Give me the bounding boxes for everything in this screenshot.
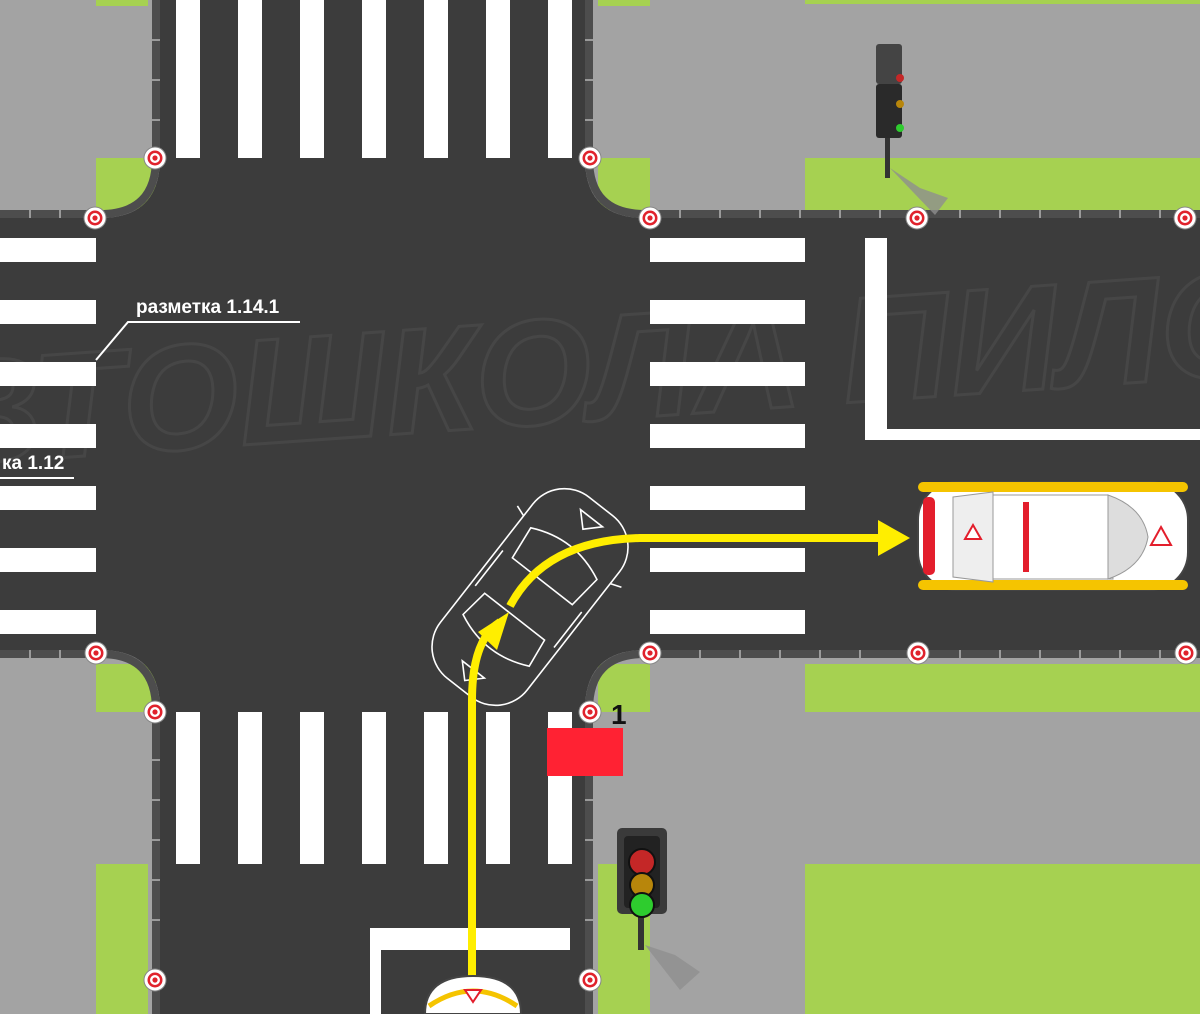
traffic-light-icon <box>617 828 700 990</box>
target-marker-icon <box>638 206 662 230</box>
target-marker-icon <box>83 206 107 230</box>
target-marker-icon <box>143 700 167 724</box>
stop-line-right <box>865 238 1200 440</box>
target-marker-icon <box>143 968 167 992</box>
curb-joints <box>29 39 1161 921</box>
target-marker-icon <box>905 206 929 230</box>
target-marker-icon <box>578 146 602 170</box>
stop-point-plate <box>547 728 623 776</box>
target-marker-icon <box>578 968 602 992</box>
label-marking-1-14-1: разметка 1.14.1 <box>136 297 280 318</box>
zebra-crossing-left <box>0 238 96 634</box>
car-icon <box>423 974 523 1014</box>
car-icon <box>917 481 1189 591</box>
traffic-light-icon <box>876 44 948 215</box>
target-marker-icon <box>143 146 167 170</box>
zebra-crossing-bottom <box>176 712 572 864</box>
label-leaders <box>0 321 300 479</box>
target-marker-icon <box>906 641 930 665</box>
grass-areas <box>96 0 1200 1014</box>
target-marker-icon <box>578 700 602 724</box>
target-marker-icon <box>1174 641 1198 665</box>
zebra-crossing-top <box>176 0 572 158</box>
target-marker-icon <box>1173 206 1197 230</box>
route-arrow-icon <box>468 520 910 985</box>
label-marking-1-12: ка 1.12 <box>2 453 64 474</box>
car-icon <box>431 487 629 707</box>
target-marker-icon <box>638 641 662 665</box>
target-marker-icon <box>84 641 108 665</box>
stop-point-number: 1 <box>611 699 627 730</box>
zebra-crossing-right <box>650 238 805 634</box>
